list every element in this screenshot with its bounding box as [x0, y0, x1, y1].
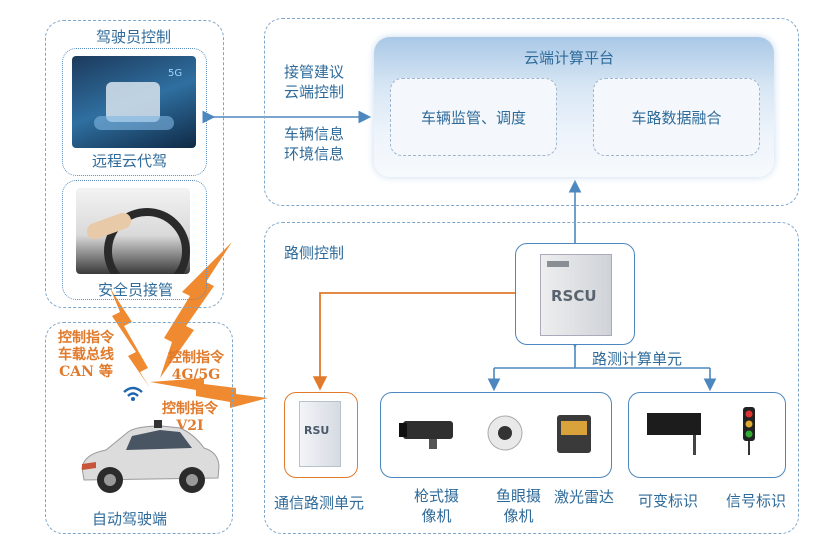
- rsu-caption: 通信路测单元: [274, 494, 365, 512]
- vehicle-label: 自动驾驶端: [92, 510, 168, 528]
- rscu-cabinet-icon: RSCU: [540, 254, 612, 336]
- compute-unit-label: 路测计算单元: [592, 350, 683, 368]
- lightning-bolt-v2i: [150, 378, 268, 408]
- cmd-can-label: 控制指令 车载总线 CAN 等: [58, 330, 114, 380]
- rscu-rsu-arrow: [312, 292, 515, 391]
- remote-driving-label: 远程云代驾: [92, 152, 168, 170]
- steering-wheel-image: [76, 188, 190, 274]
- cloud-title: 云端计算平台: [524, 49, 615, 67]
- cloud-panel: [264, 18, 799, 206]
- wifi-icon: [122, 384, 144, 406]
- rsu-box: RSU: [284, 392, 358, 478]
- fisheye-camera-icon: [485, 411, 525, 455]
- safety-takeover-label: 安全员接管: [98, 281, 174, 299]
- safety-takeover-box: [62, 180, 207, 300]
- sensor-group-box: [380, 392, 612, 478]
- traffic-light-icon: [741, 407, 757, 455]
- vehicle-panel: [45, 322, 233, 534]
- lidar-label: 激光雷达: [554, 488, 615, 506]
- roadside-title: 路侧控制: [284, 244, 345, 262]
- rsu-device-icon: RSU: [299, 401, 341, 467]
- lightning-bolt-left: [110, 288, 150, 388]
- lightning-bolt-4g: [160, 242, 232, 378]
- variable-sign-icon: [647, 413, 701, 455]
- vehicle-dispatch-box: 车辆监管、调度: [390, 78, 557, 156]
- variable-sign-label: 可变标识: [638, 492, 699, 510]
- sign-group-box: [628, 392, 786, 478]
- driver-control-title: 驾驶员控制: [96, 28, 172, 46]
- bullet-camera-icon: [399, 415, 463, 451]
- traffic-light-label: 信号标识: [726, 492, 787, 510]
- data-fusion-box: 车路数据融合: [593, 78, 760, 156]
- roadside-panel: [264, 222, 799, 534]
- driver-control-panel: [45, 20, 224, 308]
- bullet-camera-label: 枪式摄 像机: [414, 487, 460, 525]
- vehicle-info-text: 车辆信息 环境信息: [284, 125, 345, 163]
- cmd-4g5g-label: 控制指令 4G/5G: [168, 350, 224, 383]
- autonomous-car-image: [76, 416, 222, 498]
- lidar-icon: [557, 415, 591, 453]
- fisheye-camera-label: 鱼眼摄 像机: [496, 487, 542, 525]
- remote-driving-box: [62, 48, 207, 176]
- cloud-control-text: 接管建议 云端控制: [284, 63, 345, 101]
- remote-cockpit-image: 5G: [72, 56, 196, 148]
- rscu-box: RSCU: [515, 243, 635, 345]
